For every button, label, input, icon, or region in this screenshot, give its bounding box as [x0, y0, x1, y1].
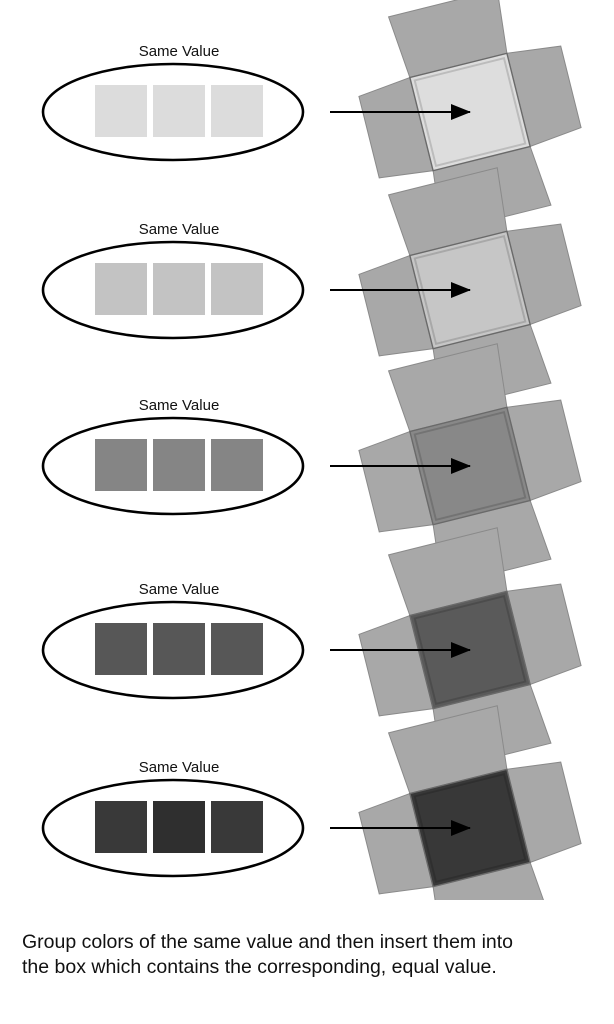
color-swatch: [95, 623, 147, 675]
same-value-label: Same Value: [139, 221, 220, 238]
group-oval: [41, 778, 305, 878]
value-row: Same Value: [41, 167, 582, 411]
color-swatch: [211, 623, 263, 675]
same-value-label: Same Value: [139, 397, 220, 414]
box-rim-shadow: [413, 772, 527, 884]
group-oval: [41, 600, 305, 700]
value-row: Same Value: [41, 705, 582, 900]
caption-line-1: Group colors of the same value and then …: [22, 931, 514, 953]
color-swatch: [153, 439, 205, 491]
box-rim-shadow: [413, 410, 527, 522]
open-box: [358, 705, 582, 900]
group-oval: [41, 62, 305, 162]
box-rim-shadow: [413, 594, 527, 706]
color-swatch: [211, 801, 263, 853]
color-swatch: [153, 263, 205, 315]
box-rim-shadow: [413, 234, 527, 346]
color-swatch: [211, 439, 263, 491]
value-row: Same Value: [41, 0, 582, 233]
color-swatch: [95, 85, 147, 137]
group-oval: [41, 240, 305, 340]
color-swatch: [95, 801, 147, 853]
caption-line-2: the box which contains the corresponding…: [22, 956, 497, 978]
color-swatch: [211, 85, 263, 137]
same-value-label: Same Value: [139, 43, 220, 60]
color-swatch: [153, 801, 205, 853]
color-swatch: [95, 439, 147, 491]
color-swatch: [95, 263, 147, 315]
same-value-label: Same Value: [139, 759, 220, 776]
box-rim-shadow: [413, 56, 527, 168]
color-swatch: [211, 263, 263, 315]
color-swatch: [153, 85, 205, 137]
group-oval: [41, 416, 305, 516]
open-box: [358, 167, 582, 411]
instruction-caption: Group colors of the same value and then …: [22, 930, 607, 980]
same-value-label: Same Value: [139, 581, 220, 598]
color-swatch: [153, 623, 205, 675]
